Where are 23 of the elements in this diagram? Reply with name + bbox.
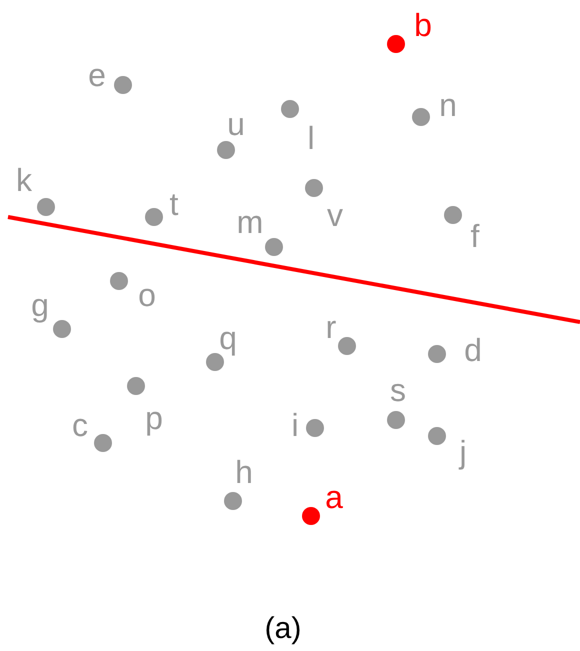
point-label: j — [459, 436, 467, 468]
point-label: l — [307, 122, 315, 154]
point-label: b — [414, 9, 432, 41]
point-label: c — [72, 409, 88, 441]
point-label: r — [326, 311, 336, 343]
caption: (a) — [264, 612, 302, 646]
point-label: s — [390, 374, 406, 406]
point-label: d — [464, 334, 482, 366]
point-label: k — [16, 164, 32, 196]
point-label: q — [219, 322, 237, 354]
point-label: p — [145, 402, 163, 434]
point-label: u — [227, 108, 245, 140]
point-label: v — [327, 199, 343, 231]
point-label: m — [236, 206, 264, 238]
point-label: g — [31, 289, 49, 321]
point-label: e — [88, 59, 106, 91]
point-label: o — [138, 279, 156, 311]
point-label: t — [170, 188, 178, 220]
point-label: a — [325, 481, 343, 513]
point-label: h — [235, 456, 253, 488]
point-label: i — [291, 409, 299, 441]
point-label: f — [470, 220, 480, 252]
point-label: n — [439, 89, 457, 121]
